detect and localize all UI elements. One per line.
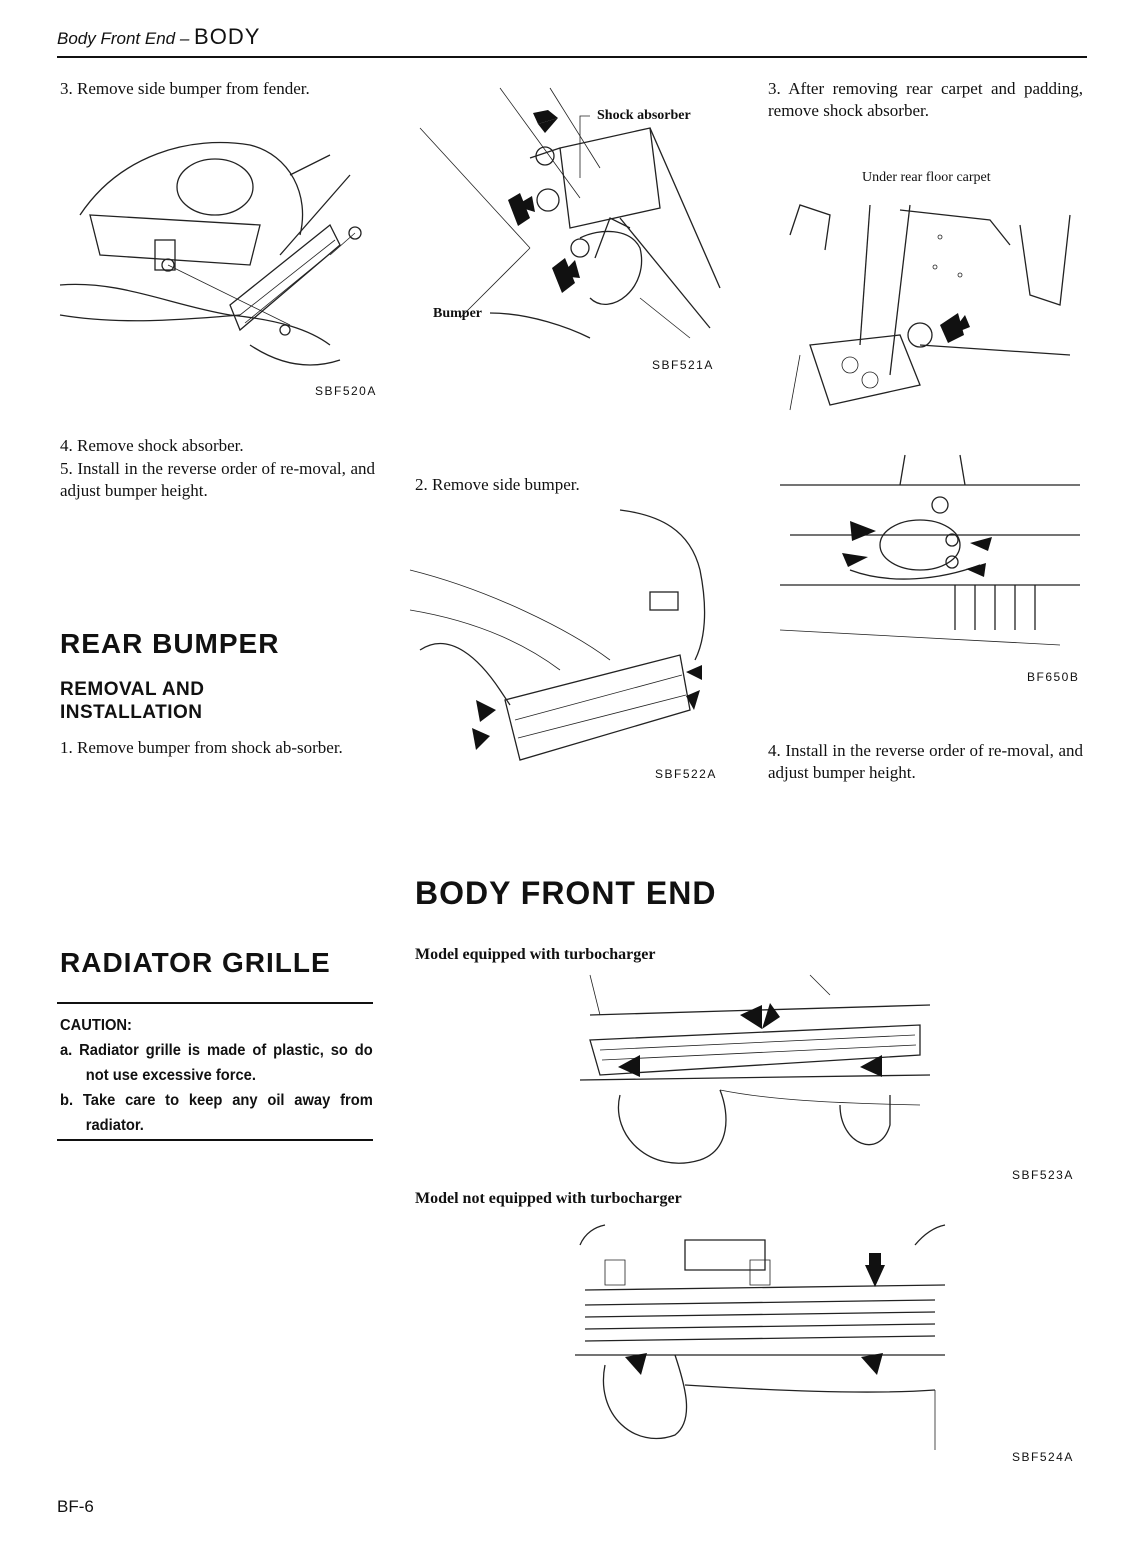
figure-code-sbf520a: SBF520A xyxy=(315,384,377,398)
figure-side-bumper-removal xyxy=(409,509,706,761)
page-number: BF-6 xyxy=(57,1497,94,1516)
label-bumper: Bumper xyxy=(433,306,482,321)
model-no-turbo-label: Model not equipped with turbocharger xyxy=(415,1190,682,1207)
figure-grille-no-turbo xyxy=(575,1224,946,1450)
figure-code-sbf524a: SBF524A xyxy=(1012,1450,1074,1464)
header-title: BODY xyxy=(194,24,261,49)
header-section: Body Front End – xyxy=(57,29,190,48)
left-step-4: 4. Remove shock absorber. xyxy=(60,436,244,455)
header-rule xyxy=(57,56,1087,58)
label-under-rear-floor-carpet: Under rear floor carpet xyxy=(862,170,991,185)
figure-side-bumper-fender xyxy=(59,141,362,366)
left-step-3: 3. Remove side bumper from fender. xyxy=(60,79,310,98)
caution-title: CAUTION: xyxy=(60,1017,132,1034)
caution-bottom-rule xyxy=(57,1139,373,1141)
figure-shock-absorber-bumper xyxy=(419,87,721,339)
figure-code-sbf521a: SBF521A xyxy=(652,358,714,372)
figure-code-sbf523a: SBF523A xyxy=(1012,1168,1074,1182)
middle-step-2: 2. Remove side bumper. xyxy=(415,475,580,494)
radiator-grille-heading: RADIATOR GRILLE xyxy=(60,947,331,978)
right-step-3: 3. After removing rear carpet and paddin… xyxy=(768,79,1083,120)
page-header: Body Front End – BODY xyxy=(57,24,260,50)
caution-top-rule xyxy=(57,1002,373,1004)
removal-installation-heading: REMOVAL AND INSTALLATION xyxy=(60,679,205,723)
caution-item-b: b. Take care to keep any oil away from r… xyxy=(60,1092,373,1134)
caution-box: CAUTION: a. Radiator grille is made of p… xyxy=(60,1013,373,1138)
right-step-4: 4. Install in the reverse order of re-mo… xyxy=(768,741,1083,782)
figure-grille-turbo xyxy=(579,974,931,1164)
model-turbo-label: Model equipped with turbocharger xyxy=(415,946,656,963)
figure-code-sbf522a: SBF522A xyxy=(655,767,717,781)
figure-shock-under-floor xyxy=(789,204,1071,411)
figure-code-bf650b: BF650B xyxy=(1027,670,1080,684)
left-step-5: 5. Install in the reverse order of re-mo… xyxy=(60,459,375,500)
figure-shock-mount-bolts xyxy=(779,454,1080,646)
label-shock-absorber: Shock absorber xyxy=(597,108,691,123)
left-step-1: 1. Remove bumper from shock ab-sorber. xyxy=(60,738,343,757)
caution-item-a: a. Radiator grille is made of plastic, s… xyxy=(60,1042,373,1084)
body-front-end-heading: BODY FRONT END xyxy=(415,875,717,911)
rear-bumper-heading: REAR BUMPER xyxy=(60,628,280,659)
